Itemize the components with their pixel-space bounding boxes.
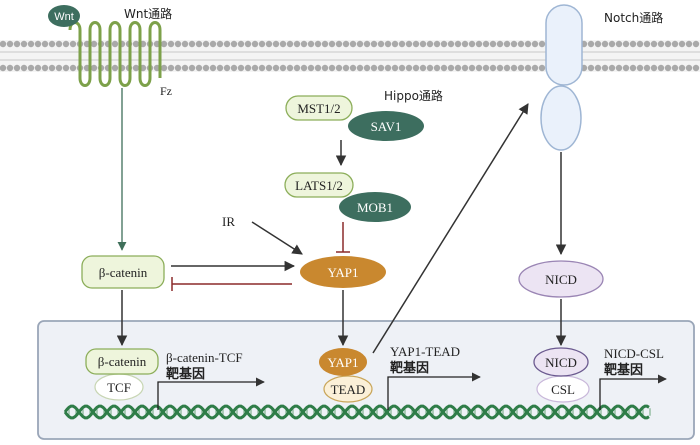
frizzled-receptor (68, 21, 162, 87)
yap1-tead-target: YAP1-TEAD 靶基因 (387, 344, 481, 410)
beta-catenin-node: β-catenin (81, 255, 165, 289)
nicd-csl-target-line1: NICD-CSL (604, 346, 664, 361)
lats-node: LATS1/2 (284, 172, 354, 198)
yap1-label: YAP1 (327, 265, 358, 280)
fz-label: Fz (160, 84, 172, 98)
yap-tead-target-line1: YAP1-TEAD (390, 344, 460, 359)
csl-label: CSL (551, 382, 575, 397)
nicd-csl-complex: CSL NICD (533, 347, 590, 403)
mst-node: MST1/2 (285, 95, 353, 121)
bc-tcf-target-line2: 靶基因 (166, 366, 205, 382)
yap1-nuclear-label: YAP1 (327, 355, 358, 370)
mob1-label: MOB1 (357, 200, 393, 215)
wnt-label: Wnt (54, 11, 74, 23)
beta-catenin-nuclear-label: β-catenin (98, 354, 147, 369)
beta-catenin-tcf-target: β-catenin-TCF 靶基因 (157, 350, 265, 410)
mob1-node: MOB1 (339, 192, 411, 222)
lats-inhibits-yap1 (336, 222, 350, 253)
lats-label: LATS1/2 (295, 178, 343, 193)
tead-label: TEAD (331, 382, 366, 397)
dna-helix (63, 404, 651, 420)
nicd-node: NICD (518, 260, 604, 298)
nicd-csl-target-line2: 靶基因 (604, 362, 643, 378)
nicd-nuclear-label: NICD (545, 355, 577, 370)
yap1-inhibits-beta-catenin (171, 277, 292, 291)
ir-to-yap1-arrow (251, 221, 303, 255)
sav1-label: SAV1 (371, 119, 402, 134)
mst-label: MST1/2 (297, 101, 340, 116)
bc-tcf-target-line1: β-catenin-TCF (166, 350, 243, 365)
wnt-pathway-label: Wnt通路 (124, 6, 172, 21)
nicd-csl-target: NICD-CSL 靶基因 (599, 346, 667, 410)
sav1-node: SAV1 (348, 111, 424, 141)
notch-receptor (540, 4, 583, 151)
beta-catenin-label: β-catenin (99, 265, 148, 280)
yap-tead-target-line2: 靶基因 (390, 360, 429, 376)
yap1-tead-complex: TEAD YAP1 (319, 348, 373, 403)
beta-catenin-tcf-complex: TCF β-catenin (85, 348, 159, 401)
tcf-label: TCF (107, 380, 131, 395)
ir-label: IR (222, 214, 235, 229)
wnt-ligand: Wnt (48, 5, 80, 27)
nicd-label: NICD (545, 272, 577, 287)
cell-membrane (0, 40, 700, 72)
yap1-node: YAP1 (300, 256, 386, 288)
notch-pathway-label: Notch通路 (604, 10, 663, 25)
hippo-pathway-label: Hippo通路 (384, 88, 443, 103)
yap1-to-notch-arrow (372, 103, 529, 354)
